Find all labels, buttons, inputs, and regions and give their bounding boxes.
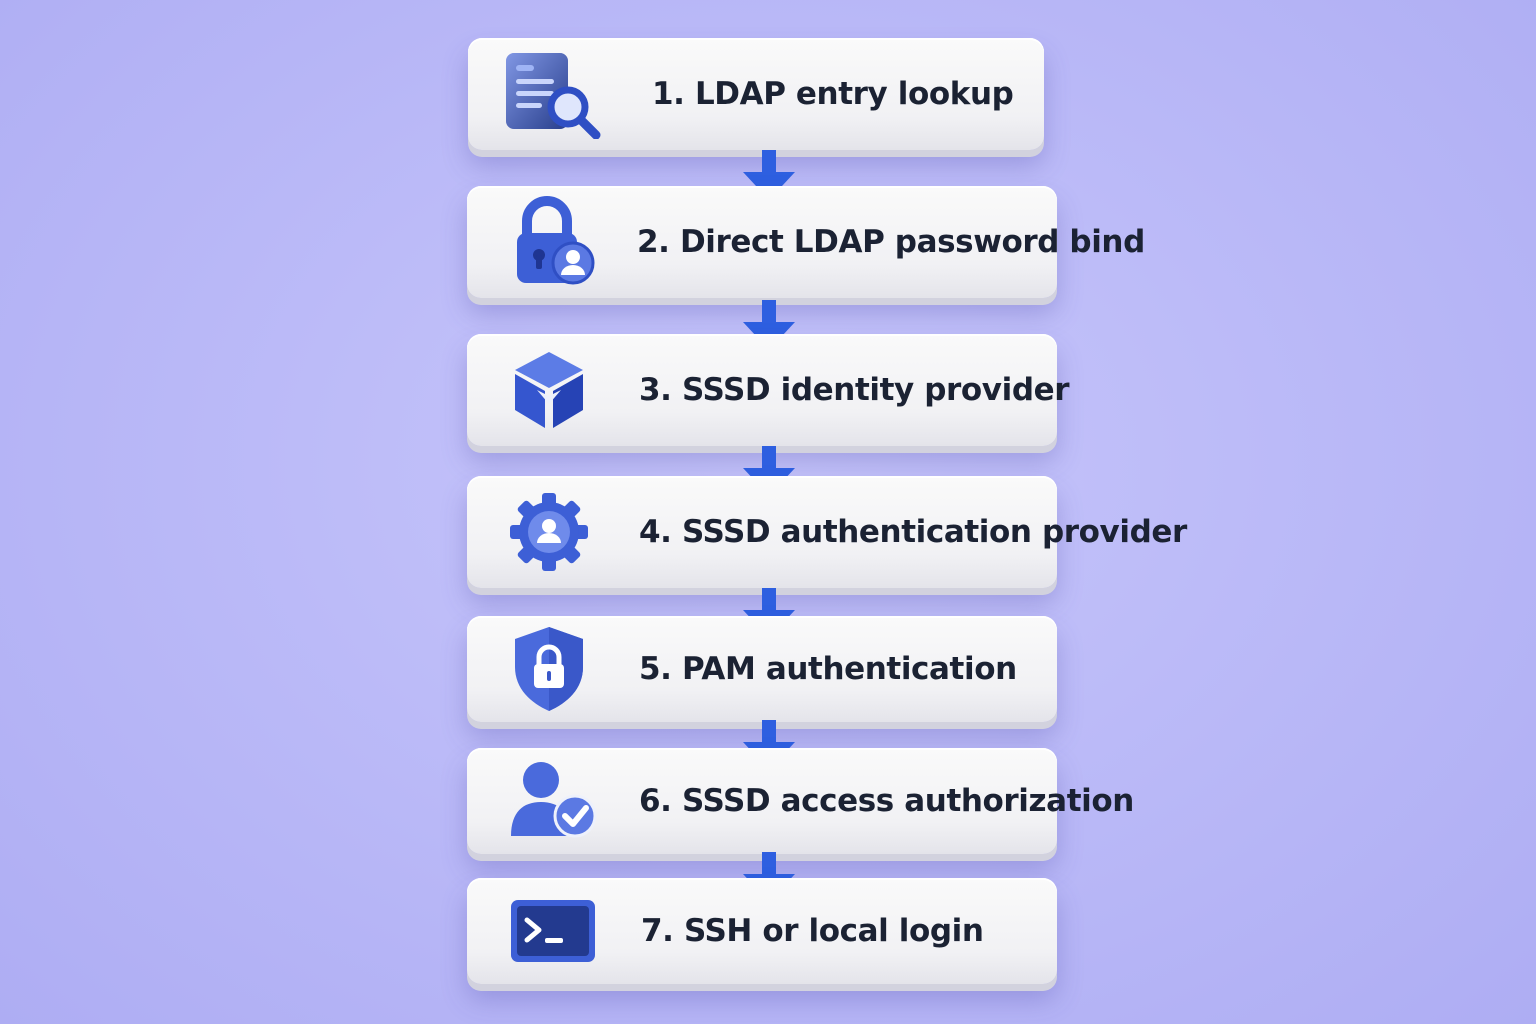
document-search-icon xyxy=(502,44,606,144)
user-check-icon xyxy=(501,751,605,851)
step-card-4: 4. SSSD authentication provider xyxy=(467,476,1187,588)
step-card-6: 6. SSSD access authorization xyxy=(467,748,1134,854)
step-label-5: 5. PAM authentication xyxy=(639,651,1017,687)
terminal-icon xyxy=(501,881,605,981)
step-card-2: 2. Direct LDAP password bind xyxy=(467,186,1145,298)
shield-lock-icon xyxy=(497,619,601,719)
step-card-7: 7. SSH or local login xyxy=(467,878,1057,984)
step-label-3: 3. SSSD identity provider xyxy=(639,372,1070,408)
step-label-1: 1. LDAP entry lookup xyxy=(652,76,1014,112)
step-card-3: 3. SSSD identity provider xyxy=(467,334,1070,446)
step-card-1: 1. LDAP entry lookup xyxy=(468,38,1044,150)
step-card-5: 5. PAM authentication xyxy=(467,616,1057,722)
cube-icon xyxy=(497,340,601,440)
step-label-6: 6. SSSD access authorization xyxy=(639,783,1134,819)
gear-user-icon xyxy=(497,482,601,582)
step-label-4: 4. SSSD authentication provider xyxy=(639,514,1187,550)
step-label-2: 2. Direct LDAP password bind xyxy=(637,224,1145,260)
step-label-7: 7. SSH or local login xyxy=(641,913,984,949)
padlock-user-icon xyxy=(501,192,605,292)
